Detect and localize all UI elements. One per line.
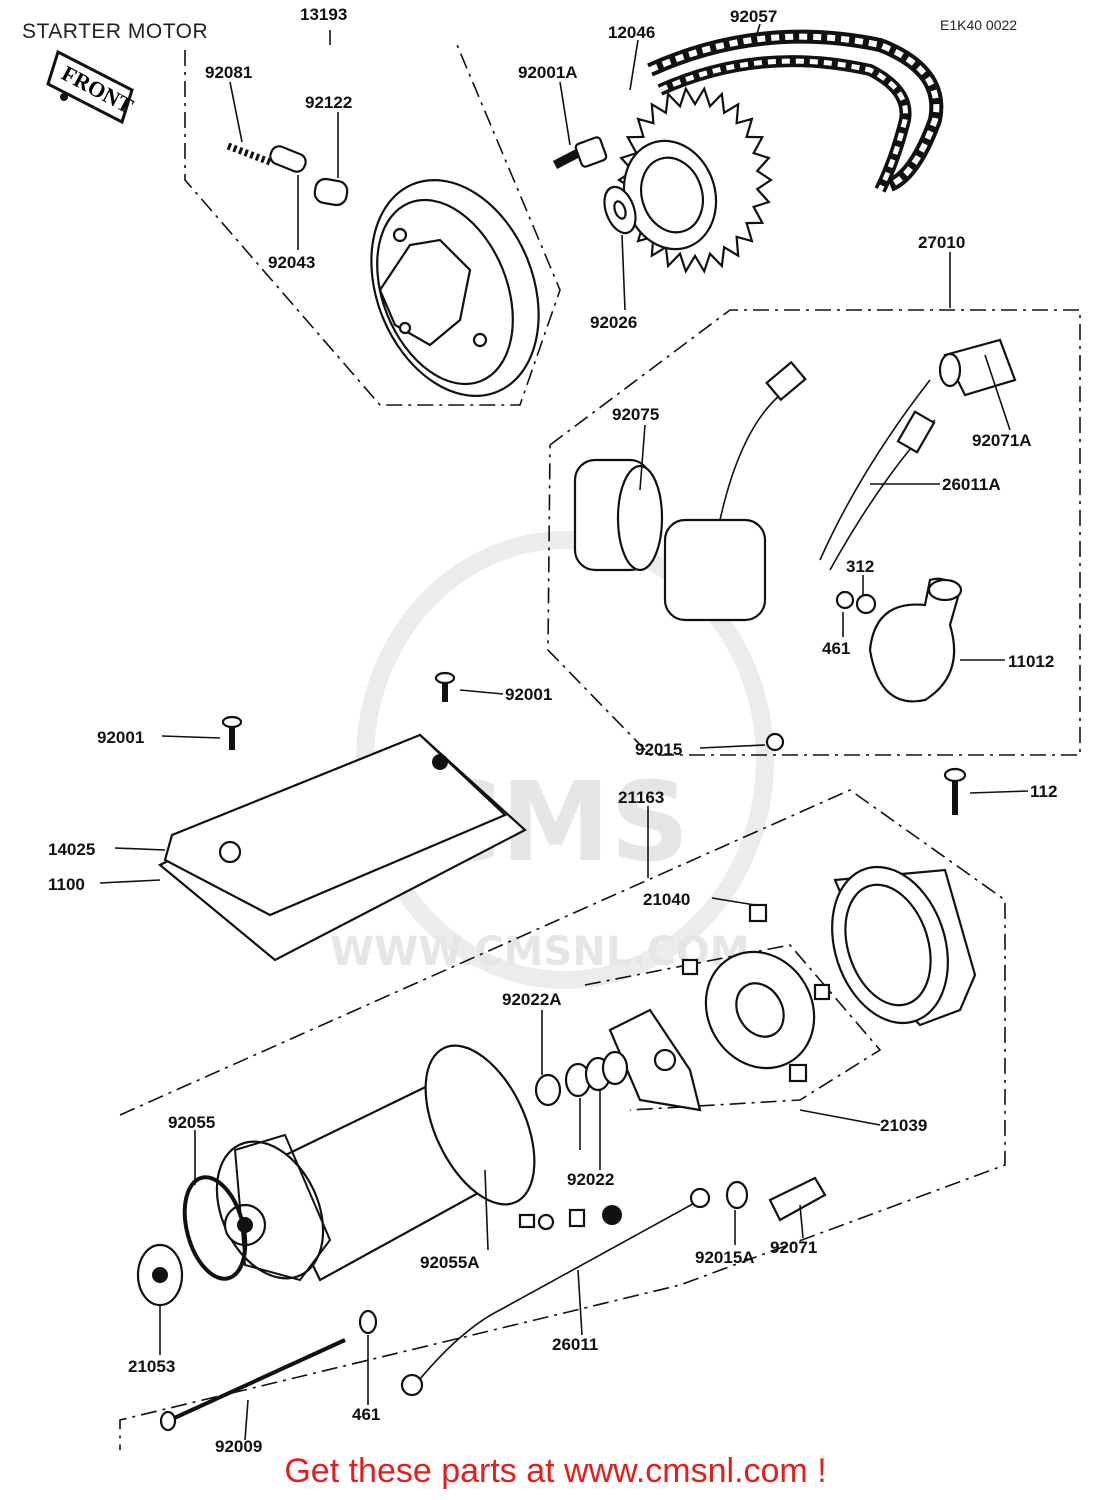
leader-lines [99,23,1029,1441]
spring-pin-set [226,142,349,207]
watermark: CMS WWW.CMSNL.COM [330,531,774,989]
part-label-11012: 11012 [1008,652,1054,671]
part-label-92026: 92026 [590,313,637,332]
part-label-21053: 21053 [128,1357,175,1376]
part-label-92057: 92057 [730,7,777,26]
part-label-27010: 27010 [918,233,965,252]
part-label-12046: 12046 [608,23,655,42]
part-label-92009: 92009 [215,1437,262,1456]
part-label-92022A: 92022A [502,990,562,1009]
part-label-21040: 21040 [643,890,690,909]
diagram-title: STARTER MOTOR [22,20,208,43]
part-label-92071A: 92071A [972,431,1032,450]
part-label-92055A: 92055A [420,1253,480,1272]
part-label-13193: 13193 [300,5,347,24]
part-label-21163: 21163 [618,788,664,807]
brush-plate [681,903,831,1083]
end-cover [831,865,977,1027]
starter-chain [647,29,944,193]
part-label-92015A: 92015A [695,1248,755,1267]
part-labels: 13193 92081 92122 92043 12046 92057 9200… [48,5,1057,1456]
starter-clutch-hub [370,179,540,397]
starter-cable [400,1187,711,1397]
part-label-92075: 92075 [612,405,659,424]
front-tag: FRONT [46,49,138,125]
part-label-26011A: 26011A [942,475,1001,494]
long-bolt-nut [159,1309,378,1432]
starter-cover [157,733,527,962]
starter-switch-group [573,338,1017,622]
terminal-parts [518,1176,827,1231]
part-label-461-upper: 461 [822,639,850,658]
part-label-92001-upper: 92001 [505,685,552,704]
part-label-92001-lower: 92001 [97,728,144,747]
part-label-92001A: 92001A [518,63,578,82]
part-label-92122: 92122 [305,93,352,112]
screws [221,671,967,815]
part-label-92043: 92043 [268,253,315,272]
footer-link-text[interactable]: Get these parts at www.cmsnl.com ! [284,1452,827,1490]
terminal-boot [868,577,963,703]
part-label-312: 312 [846,557,874,576]
part-label-112: 112 [1030,782,1057,801]
part-label-92022: 92022 [567,1170,614,1189]
starter-motor-body [215,1044,536,1282]
part-label-26011: 26011 [552,1335,598,1354]
part-label-92055: 92055 [168,1113,215,1132]
washers [534,1050,629,1107]
sprocket-bolt-washer [552,136,637,235]
part-label-1100: 1100 [48,875,85,894]
diagram-code: E1K40 0022 [940,17,1017,33]
part-label-92081: 92081 [205,63,252,82]
part-label-92015: 92015 [635,740,682,759]
part-label-92071: 92071 [770,1238,817,1257]
part-label-14025: 14025 [48,840,95,859]
brush-holder [608,1008,702,1112]
part-label-461-lower: 461 [352,1405,380,1424]
starter-sprocket [617,86,773,274]
part-label-21039: 21039 [880,1116,927,1135]
group-outlines [119,39,1081,1450]
